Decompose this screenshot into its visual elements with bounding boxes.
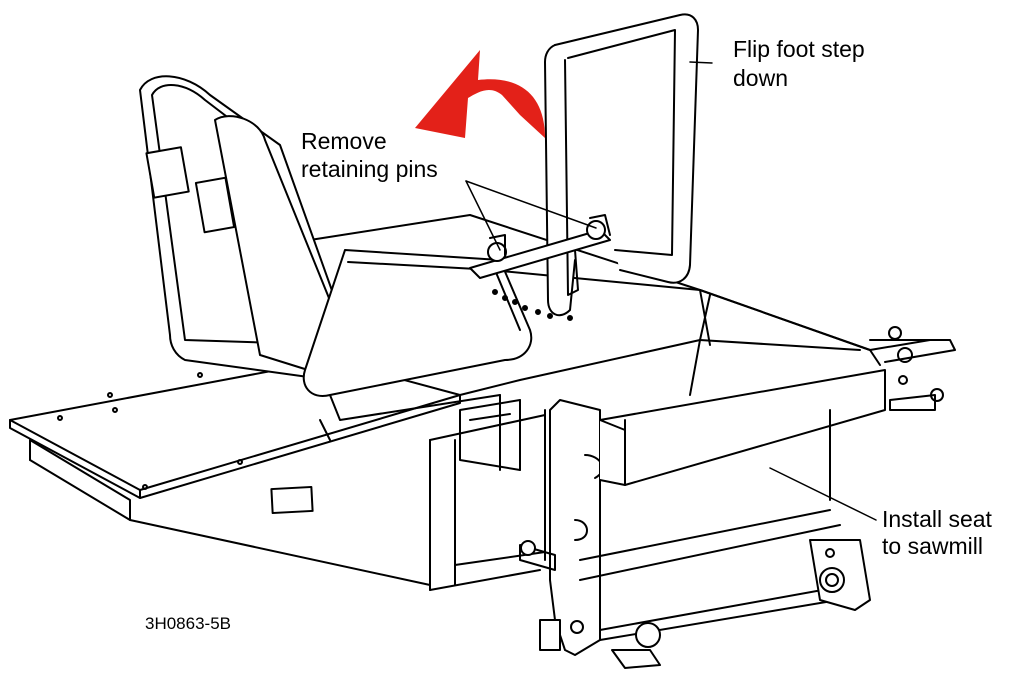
flip-direction-arrow	[415, 50, 545, 138]
leader-flip-step	[689, 61, 713, 64]
base-plate	[9, 359, 461, 586]
callout-remove-pins-line2: retaining pins	[301, 156, 438, 182]
callout-install-seat-line1: Install seat	[882, 506, 992, 532]
foot-step	[469, 13, 699, 317]
leader-lines	[465, 61, 877, 521]
leader-pin-left	[465, 180, 501, 251]
leader-install	[769, 467, 877, 521]
mounting-bracket	[519, 326, 956, 669]
leader-pin-right	[465, 180, 597, 229]
callout-install-seat-line2: to sawmill	[882, 533, 983, 559]
figure-code: 3H0863-5B	[145, 614, 232, 633]
frame-holes	[492, 289, 573, 321]
seat	[139, 75, 533, 441]
callout-remove-pins-line1: Remove	[301, 128, 387, 154]
callout-flip-step-line1: Flip foot step	[733, 36, 865, 62]
callout-flip-step-line2: down	[733, 65, 788, 91]
main-frame	[309, 214, 881, 591]
